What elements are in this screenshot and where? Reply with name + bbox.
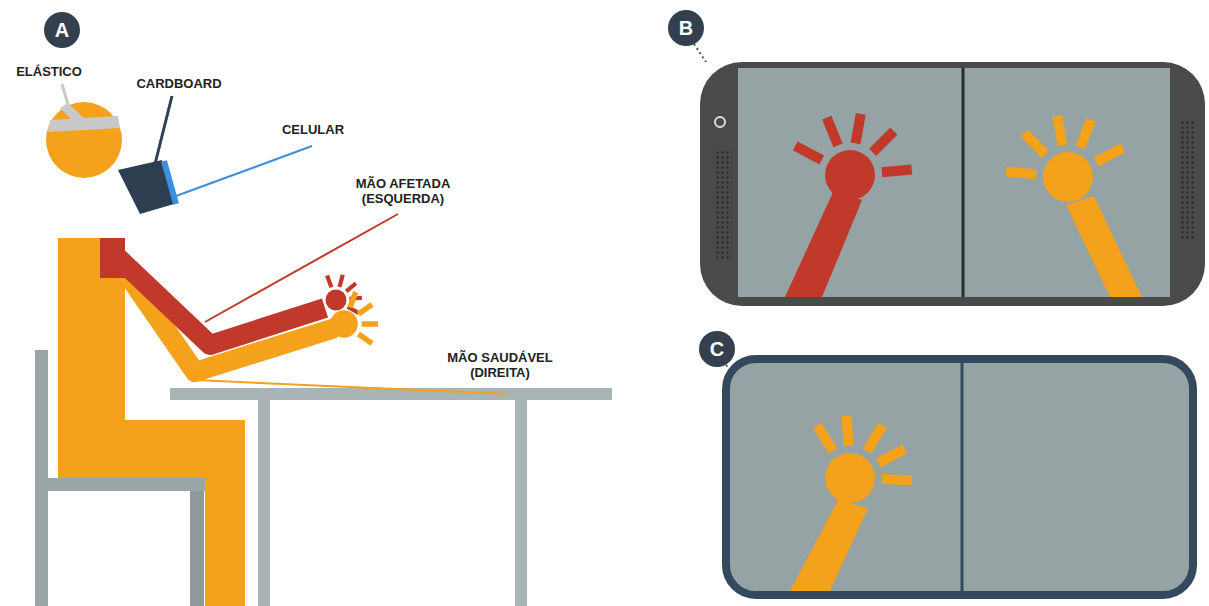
panel-badge: C <box>699 331 735 367</box>
part-label: ELÁSTICO <box>4 64 94 79</box>
hand-palm <box>326 290 347 311</box>
screen-divider <box>961 363 964 591</box>
finger <box>325 275 333 288</box>
hand-palm <box>825 453 875 503</box>
panel-badge: A <box>44 12 80 48</box>
phone-speaker <box>1180 120 1196 240</box>
hand-palm <box>1043 152 1093 202</box>
finger <box>813 423 837 454</box>
phone-screen <box>738 68 1170 297</box>
finger <box>851 113 866 144</box>
panel-letter: A <box>44 12 80 48</box>
finger <box>876 444 907 467</box>
leader-line <box>176 146 312 196</box>
finger <box>881 165 912 178</box>
finger <box>337 274 344 287</box>
leader-line <box>152 96 172 176</box>
badge-circle <box>699 331 735 367</box>
chair-seat <box>35 478 215 491</box>
affected-arm <box>112 252 325 345</box>
table-leg <box>515 400 527 606</box>
finger <box>1094 143 1125 166</box>
finger <box>1006 167 1037 180</box>
finger <box>842 416 854 446</box>
affected-hand <box>793 113 912 200</box>
phone-speaker <box>716 150 732 260</box>
elastic-strap <box>60 103 88 128</box>
badge-circle <box>668 10 704 46</box>
phone-camera <box>715 117 725 127</box>
finger <box>793 141 824 164</box>
table-leg <box>258 400 270 606</box>
viewer-screen <box>726 359 1193 595</box>
finger <box>863 423 887 454</box>
part-label: CARDBOARD <box>124 76 234 91</box>
panel-badge: B <box>668 10 704 46</box>
finger <box>357 302 374 316</box>
part-label: MÃO AFETADA (ESQUERDA) <box>348 176 458 206</box>
affected-arm <box>785 190 862 297</box>
leader-line <box>205 214 398 322</box>
finger <box>1052 115 1067 146</box>
phone-body <box>700 62 1205 306</box>
finger <box>822 116 843 148</box>
healthy-hand <box>1006 115 1125 202</box>
badge-circle <box>44 12 80 48</box>
dotted-pointer <box>694 44 706 62</box>
finger <box>882 474 912 485</box>
finger <box>1021 130 1049 158</box>
finger <box>869 128 897 156</box>
leader-line <box>62 84 72 118</box>
phone-edge <box>164 161 176 204</box>
part-label: CELULAR <box>268 122 358 137</box>
finger <box>1075 118 1096 150</box>
hand-palm <box>330 310 358 338</box>
finger <box>357 332 374 346</box>
healthy-arm <box>790 500 868 591</box>
head <box>46 102 122 178</box>
panel-letter: B <box>668 10 704 46</box>
screen-divider <box>962 68 965 297</box>
affected-hand <box>325 274 362 315</box>
healthy-hand <box>813 416 912 503</box>
table-top <box>170 388 612 400</box>
leader-line <box>195 380 508 394</box>
healthy-hand <box>330 291 378 346</box>
finger <box>362 321 379 327</box>
part-label: MÃO SAUDÁVEL (DIREITA) <box>438 350 562 380</box>
hand-palm <box>825 150 875 200</box>
healthy-arm <box>1066 196 1142 297</box>
panel-letter: C <box>699 331 735 367</box>
finger <box>347 291 358 308</box>
finger <box>345 282 357 293</box>
chair-leg <box>190 491 204 606</box>
